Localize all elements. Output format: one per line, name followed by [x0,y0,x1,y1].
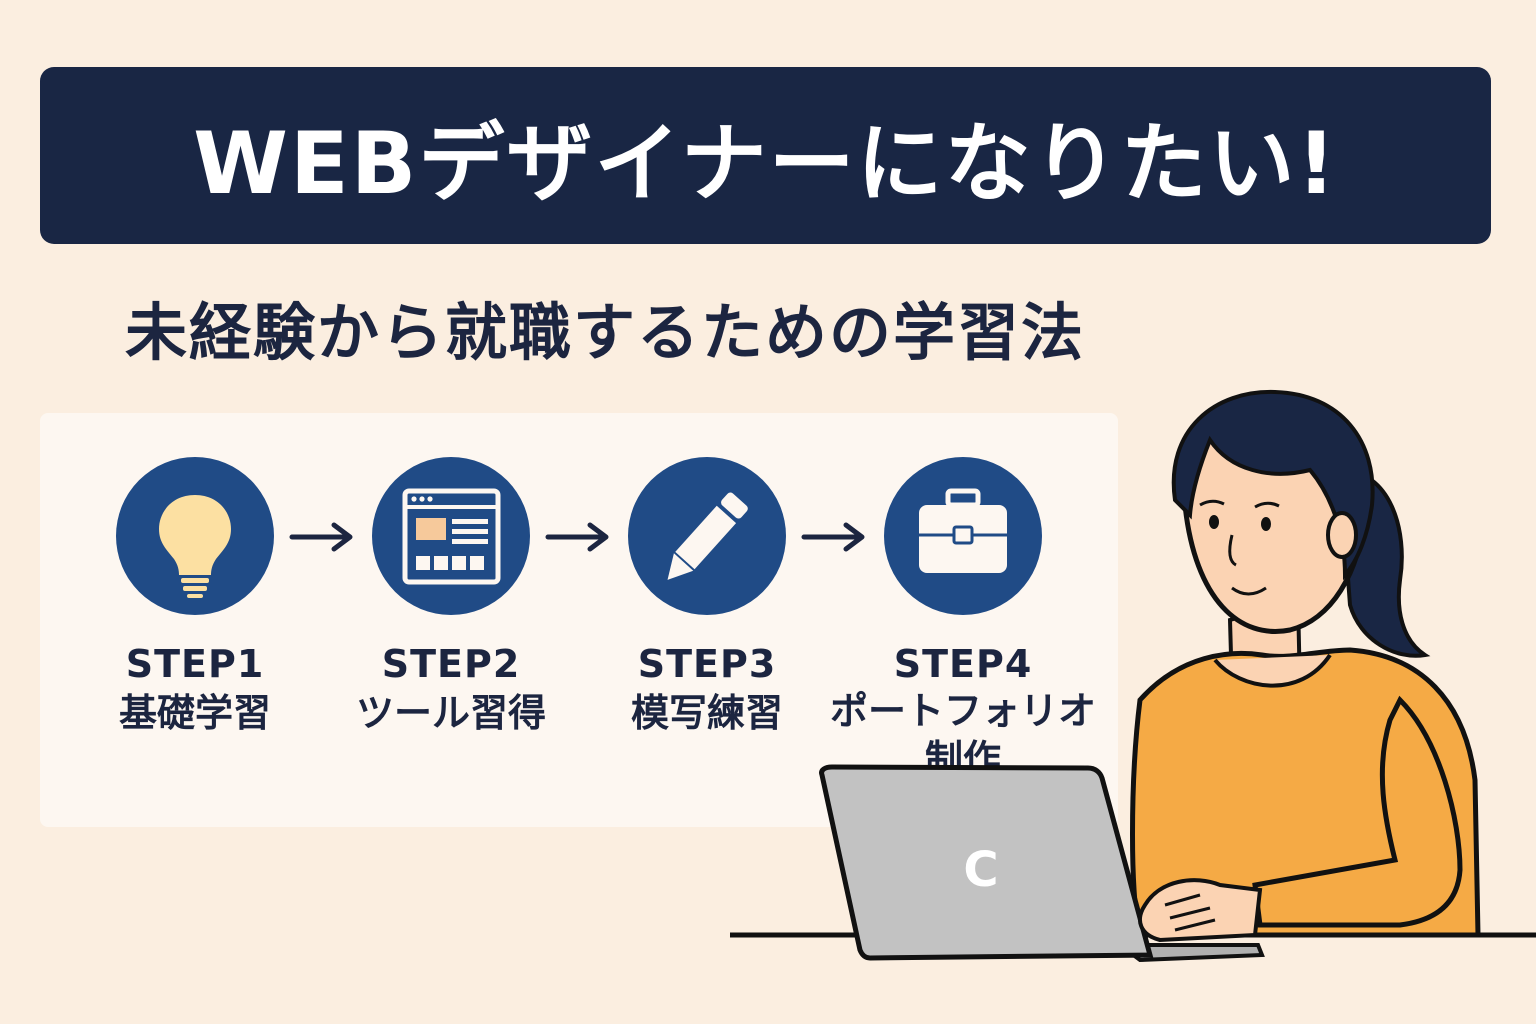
step-name: ツール習得 [355,691,546,735]
laptop-logo: C [963,842,999,898]
step-3-label: STEP3 模写練習 [577,641,837,739]
step-2-label: STEP2 ツール習得 [321,641,581,739]
step-number: STEP3 [637,642,777,686]
laptop [819,764,1154,961]
step-1-circle [116,457,274,615]
briefcase-icon [919,488,1007,573]
title-banner: WEBデザイナーになりたい! [40,67,1491,244]
page-subtitle: 未経験から就職するための学習法 [125,296,1086,369]
step-name: 基礎学習 [118,691,271,735]
step-4-circle [884,457,1042,615]
browser-window-icon [402,488,501,585]
step-number: STEP2 [381,642,521,686]
arrow-right-icon [545,522,609,552]
step-3-circle [628,457,786,615]
step-1-label: STEP1 基礎学習 [65,641,325,739]
step-number: STEP1 [125,642,265,686]
pencil-icon [667,492,748,580]
arrow-right-icon [801,522,865,552]
arrow-right-icon [289,522,353,552]
page-title: WEBデザイナーになりたい! [193,114,1338,214]
step-name: 模写練習 [630,691,783,735]
lightbulb-icon [159,495,231,598]
step-4-label: STEP4 ポートフォリオ制作 [823,641,1103,783]
step-2-circle [372,457,530,615]
step-number: STEP4 [893,642,1033,686]
hair [1171,389,1375,581]
